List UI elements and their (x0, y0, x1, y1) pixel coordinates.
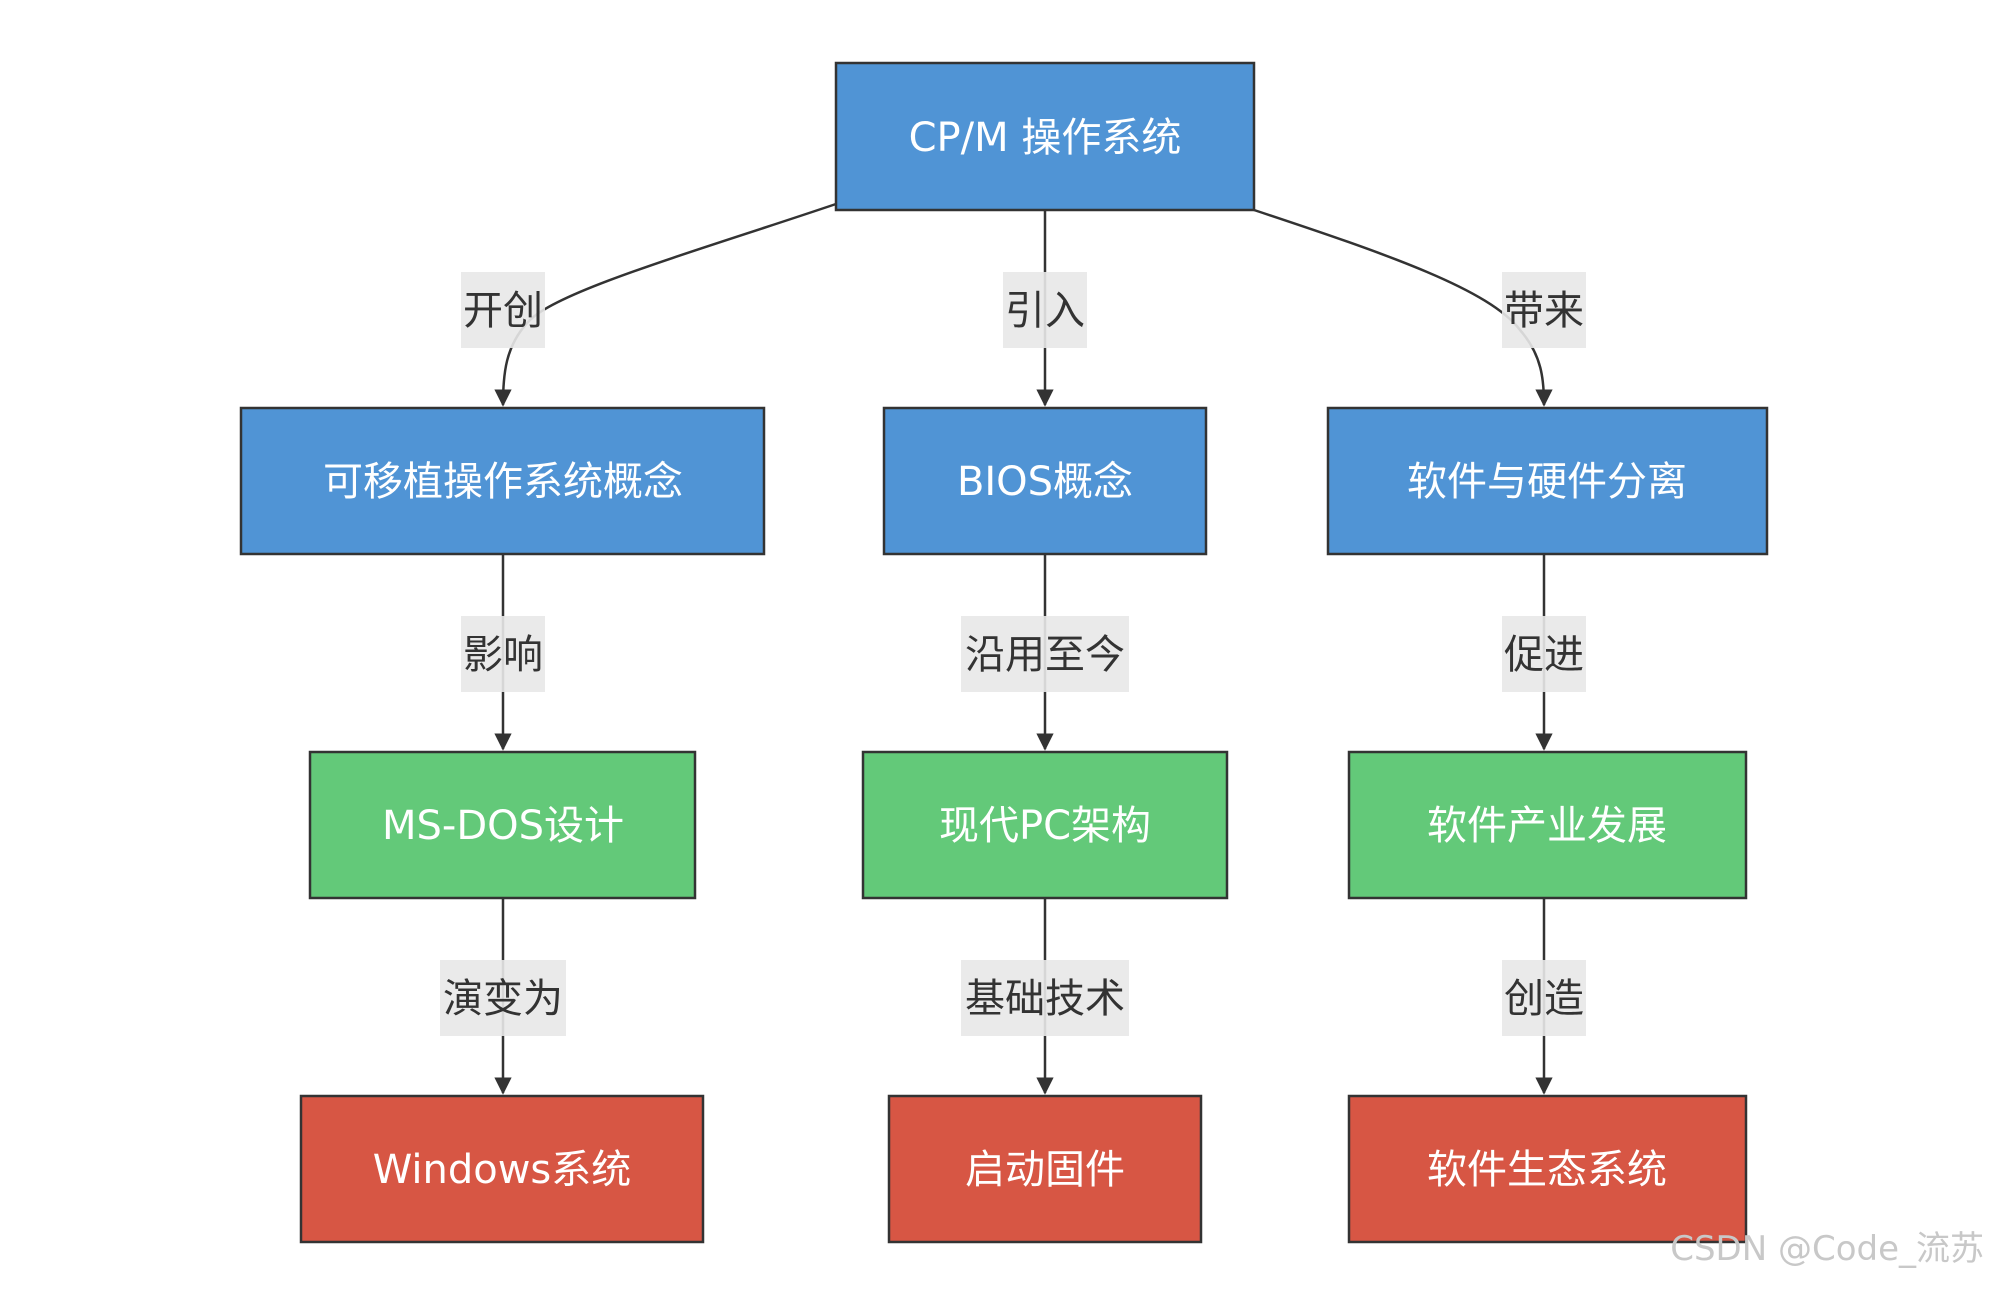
edge-label-yingxiang: 影响 (461, 616, 545, 692)
edge-label-chuangzao: 创造 (1502, 960, 1586, 1036)
node-label: 启动固件 (965, 1147, 1125, 1193)
node-bios[interactable]: BIOS概念 (882, 406, 1208, 556)
edge-label-text: 促进 (1504, 632, 1584, 678)
edge-cpm-portable (494, 202, 837, 407)
node-portable-os[interactable]: 可移植操作系统概念 (239, 406, 766, 556)
edge-label-kaichuang: 开创 (461, 272, 545, 348)
node-label: 软件产业发展 (1427, 803, 1667, 849)
node-windows[interactable]: Windows系统 (299, 1094, 705, 1244)
node-label: Windows系统 (373, 1147, 632, 1193)
edge-label-cujin: 促进 (1502, 616, 1586, 692)
node-label: 软件生态系统 (1427, 1147, 1667, 1193)
node-cpm[interactable]: CP/M 操作系统 (834, 61, 1256, 212)
node-industry[interactable]: 软件产业发展 (1347, 750, 1748, 900)
edge-label-text: 引入 (1005, 288, 1085, 334)
node-label: MS-DOS设计 (382, 803, 624, 849)
node-separation[interactable]: 软件与硬件分离 (1326, 406, 1769, 556)
node-label: BIOS概念 (957, 459, 1133, 505)
nodes: CP/M 操作系统 可移植操作系统概念 BIOS概念 软件与硬件分离 MS-DO… (239, 61, 1769, 1244)
edge-label-yanyongzhijin: 沿用至今 (961, 616, 1129, 692)
edge-label-text: 影响 (463, 632, 543, 678)
watermark: CSDN @Code_流苏 (1670, 1229, 1984, 1269)
node-label: 可移植操作系统概念 (323, 459, 683, 505)
edge-label-text: 沿用至今 (965, 632, 1125, 678)
edge-label-text: 演变为 (443, 976, 563, 1022)
node-modern-pc[interactable]: 现代PC架构 (861, 750, 1229, 900)
node-label: 软件与硬件分离 (1407, 459, 1687, 505)
node-msdos[interactable]: MS-DOS设计 (308, 750, 697, 900)
edge-label-dailai: 带来 (1502, 272, 1586, 348)
edge-label-yanbianwei: 演变为 (440, 960, 566, 1036)
node-label: CP/M 操作系统 (909, 115, 1182, 161)
node-label: 现代PC架构 (939, 803, 1151, 849)
node-firmware[interactable]: 启动固件 (887, 1094, 1203, 1244)
edge-cpm-separation (1253, 208, 1553, 407)
edge-label-yinru: 引入 (1003, 272, 1087, 348)
edge-label-jichujishu: 基础技术 (961, 960, 1129, 1036)
edge-label-text: 基础技术 (965, 976, 1125, 1022)
edge-label-text: 开创 (463, 288, 543, 334)
node-ecosystem[interactable]: 软件生态系统 (1347, 1094, 1748, 1244)
edge-label-text: 带来 (1504, 288, 1584, 334)
edge-label-text: 创造 (1504, 976, 1584, 1022)
edge-labels: 开创 引入 带来 影响 沿用至今 促进 演变为 基础技术 (440, 272, 1586, 1036)
